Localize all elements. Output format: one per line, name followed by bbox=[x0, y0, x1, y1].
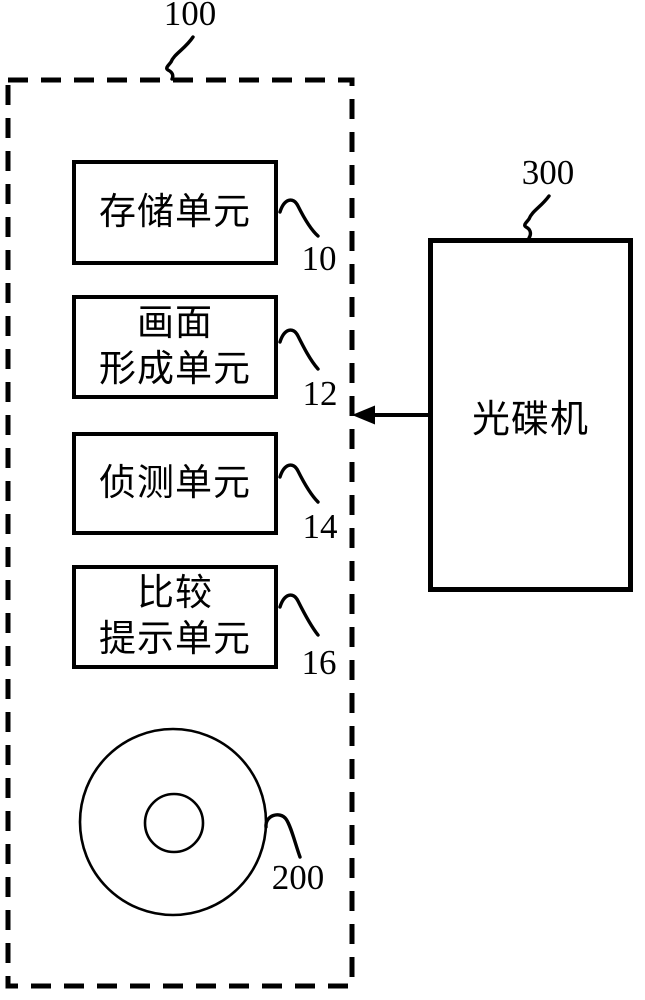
optical-disc-icon bbox=[78, 727, 268, 917]
ref-connector-100 bbox=[165, 35, 195, 81]
ref-connector-14 bbox=[278, 463, 320, 504]
comparison-prompt-unit-box: 比较 提示单元 bbox=[72, 565, 278, 669]
ref-connector-12 bbox=[278, 328, 320, 371]
frame-forming-unit-box: 画面 形成单元 bbox=[72, 295, 278, 399]
detection-unit-box: 侦测单元 bbox=[72, 432, 278, 535]
ref-connector-16 bbox=[278, 593, 320, 637]
ref-connector-300 bbox=[523, 194, 551, 240]
ref-label-10: 10 bbox=[301, 239, 337, 278]
left-arrow-connector bbox=[352, 405, 428, 425]
ref-label-16: 16 bbox=[301, 643, 337, 682]
ref-label-14: 14 bbox=[302, 507, 338, 546]
ref-label-300: 300 bbox=[521, 153, 575, 192]
system-boundary-dashed-box bbox=[5, 77, 355, 989]
ref-label-12: 12 bbox=[302, 374, 338, 413]
ref-label-100: 100 bbox=[163, 0, 217, 33]
optical-disc-drive-label: 光碟机 bbox=[471, 398, 589, 441]
storage-unit-box: 存储单元 bbox=[72, 160, 278, 265]
optical-disc-drive-box: 光碟机 bbox=[428, 238, 633, 592]
ref-connector-10 bbox=[278, 198, 320, 238]
ref-connector-200 bbox=[264, 813, 302, 859]
ref-label-200: 200 bbox=[271, 858, 325, 897]
